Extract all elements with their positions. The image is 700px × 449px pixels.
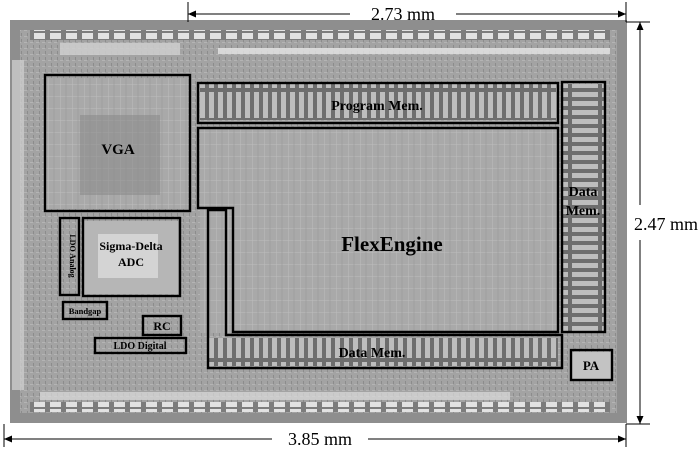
data-mem-bottom-label: Data Mem. <box>339 346 406 361</box>
data-mem-bottom-block <box>206 208 564 370</box>
sigma-delta-label-2: ADC <box>118 255 144 269</box>
bandgap-label: Bandgap <box>69 306 102 316</box>
ldo-digital-label: LDO Digital <box>113 341 166 352</box>
pa-label: PA <box>583 358 600 373</box>
data-mem-right-label-1: Data <box>569 185 598 200</box>
pa-block <box>569 348 614 382</box>
program-mem-label: Program Mem. <box>331 99 422 114</box>
flexengine-label: FlexEngine <box>341 232 443 256</box>
pa-texture <box>571 352 611 380</box>
ldo-digital-block <box>93 336 188 355</box>
top-dimension: 2.73 mm <box>187 2 627 24</box>
ldo-analog-label: LDO Analog <box>68 234 77 277</box>
sigma-delta-adc-block <box>81 216 182 298</box>
pad-ring-bottom <box>30 402 610 412</box>
bottom-dimension-label: 3.85 mm <box>288 429 352 449</box>
data-mem-right-block <box>560 80 607 334</box>
top-dimension-label: 2.73 mm <box>371 4 435 24</box>
sigma-delta-label-1: Sigma-Delta <box>99 239 162 253</box>
top-pad-strip <box>218 48 610 54</box>
bandgap-block <box>61 300 109 321</box>
pad-ring-top <box>30 30 610 40</box>
bottom-dimension: 3.85 mm <box>3 424 627 449</box>
vga-label: VGA <box>101 142 135 158</box>
vga-core <box>80 115 160 195</box>
pad-ring-left <box>12 60 24 390</box>
rc-label: RC <box>153 319 170 333</box>
program-mem-texture <box>200 84 556 120</box>
top-left-pads <box>60 43 180 55</box>
data-mem-bottom-texture <box>208 338 558 366</box>
program-mem-block <box>196 81 560 125</box>
ldo-analog-block <box>58 216 81 297</box>
data-mem-right-label-2: Mem. <box>566 204 601 219</box>
data-mem-right-texture <box>562 84 604 331</box>
adc-core <box>98 234 158 278</box>
right-dimension: 2.47 mm <box>626 21 698 425</box>
rc-block <box>141 314 183 337</box>
bottom-pad-strip <box>40 392 510 400</box>
vga-block <box>43 73 192 213</box>
flexengine-block <box>196 126 560 334</box>
engine-texture <box>200 128 558 333</box>
right-dimension-label: 2.47 mm <box>634 214 698 234</box>
